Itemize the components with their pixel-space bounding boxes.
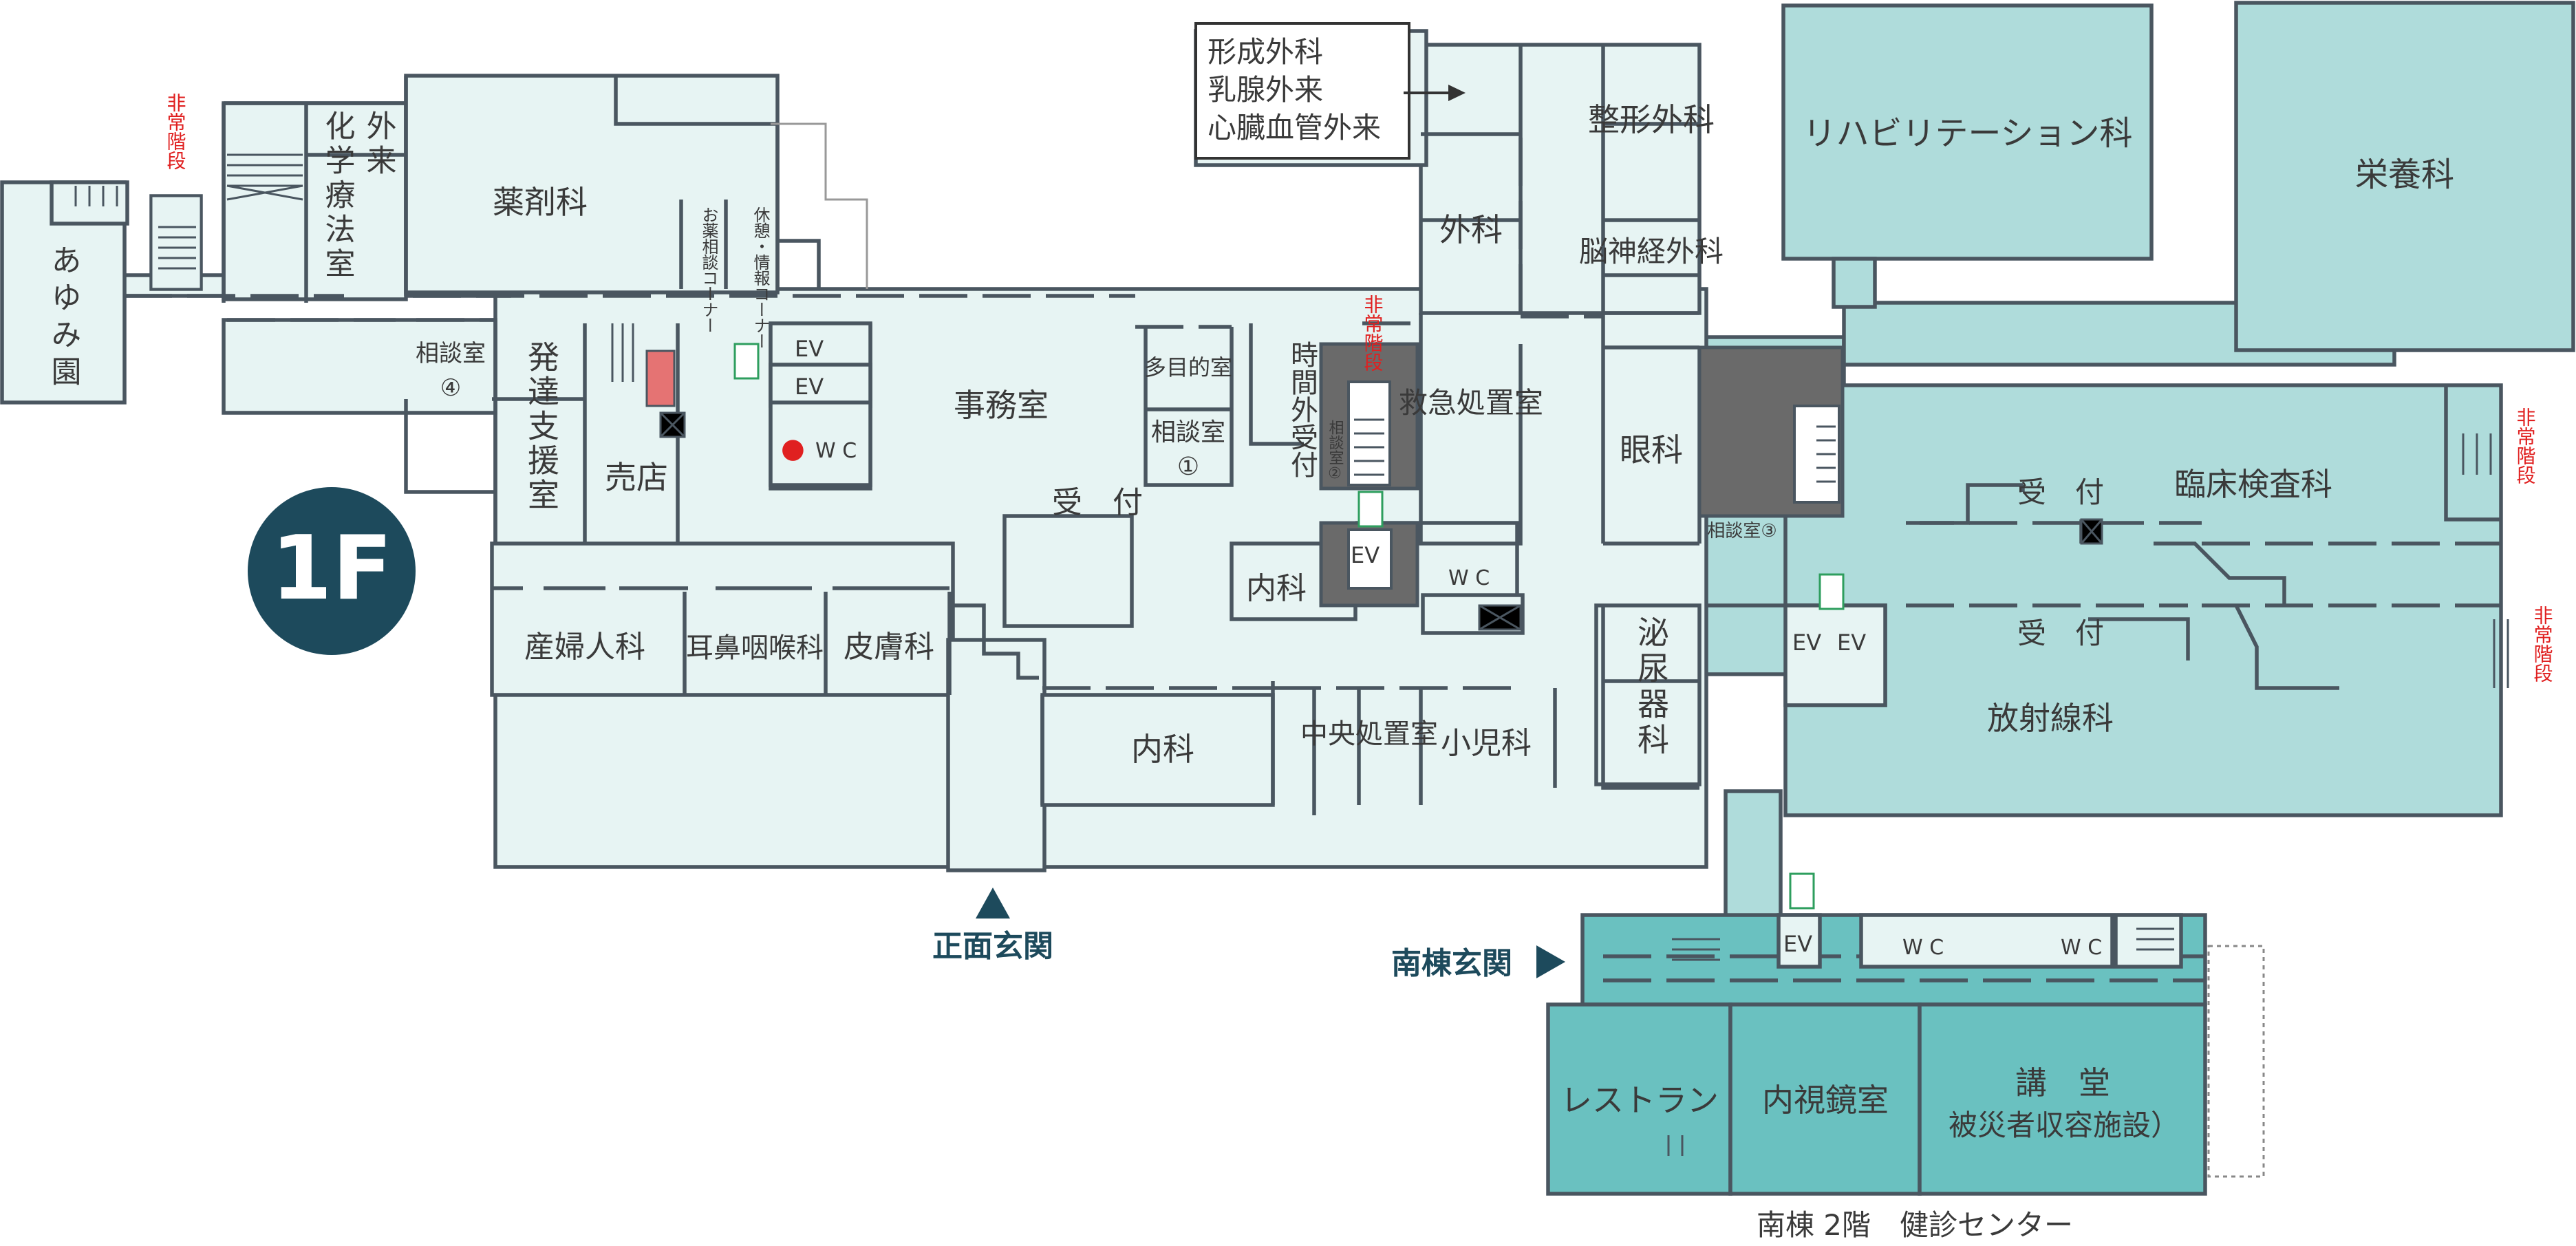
ev-label-4: EV bbox=[1792, 630, 1821, 656]
label-surgery: 外科 bbox=[1439, 211, 1503, 248]
label-radiology: 放射線科 bbox=[1987, 700, 2114, 737]
label-endoscopy: 内視鏡室 bbox=[1762, 1082, 1889, 1119]
callout-line-2: 乳腺外来 bbox=[1208, 73, 1323, 107]
stair-hatches bbox=[74, 153, 2509, 1156]
east-wing bbox=[1697, 1, 2575, 921]
ev-label-1: EV bbox=[795, 336, 824, 362]
label-chemotherapy: 化学療法室 bbox=[320, 110, 355, 282]
label-shop: 売店 bbox=[605, 459, 668, 496]
room-pharmacy bbox=[404, 74, 780, 294]
elevator-icons bbox=[733, 343, 1845, 910]
label-consult-3: 相談室③ bbox=[1707, 521, 1777, 541]
main-entrance-arrow bbox=[976, 888, 1010, 919]
label-pediatrics: 小児科 bbox=[1441, 726, 1532, 761]
emergency-stairs-2: 非常階段 bbox=[1362, 294, 1384, 372]
emergency-stairs-3: 非常階段 bbox=[2514, 407, 2537, 484]
label-rest-info: 休憩・情報コーナー bbox=[751, 206, 770, 349]
main-entrance-label: 正面玄関 bbox=[932, 929, 1053, 964]
label-gairai: 外来 bbox=[361, 110, 396, 179]
label-ophthalmology: 眼科 bbox=[1620, 431, 1683, 469]
label-ent: 耳鼻咽喉科 bbox=[686, 632, 824, 664]
room-endoscopy bbox=[1728, 1002, 1922, 1196]
emergency-stairs-labels: 非常階段 非常階段 非常階段 非常階段 bbox=[164, 93, 2554, 683]
wc-icon: ● bbox=[781, 433, 805, 464]
callout-line-1: 形成外科 bbox=[1208, 35, 1323, 69]
label-pharmacy: 薬剤科 bbox=[493, 184, 588, 221]
label-internal: 内科 bbox=[1131, 731, 1194, 768]
label-auditorium-sub: 被災者収容施設） bbox=[1949, 1108, 2180, 1142]
room-auditorium bbox=[1918, 1002, 2207, 1196]
svg-text:1F: 1F bbox=[271, 517, 393, 620]
core-areas bbox=[1319, 342, 1845, 608]
label-rehabilitation: リハビリテーション科 bbox=[1803, 114, 2132, 153]
south-entrance-arrow bbox=[1536, 945, 1565, 978]
label-development: 発達支援室 bbox=[523, 341, 560, 513]
label-consult-1-num: ① bbox=[1177, 453, 1199, 481]
label-neurosurgery: 脳神経外科 bbox=[1579, 235, 1724, 268]
wc-label-3: W C bbox=[1902, 936, 1944, 960]
service-boxes bbox=[769, 321, 2183, 969]
callout-line-3: 心臓血管外来 bbox=[1208, 111, 1381, 144]
label-radiology-reception: 受 付 bbox=[2017, 616, 2104, 650]
south-entrance-label: 南棟玄関 bbox=[1391, 946, 1512, 981]
room-nutrition bbox=[2234, 1, 2575, 352]
label-internal-small: 内科 bbox=[1246, 571, 1307, 606]
ev-label-3: EV bbox=[1351, 542, 1380, 568]
label-urology: 泌尿器科 bbox=[1633, 616, 1670, 759]
restrooms: ● W C W C W C W C bbox=[781, 433, 2102, 960]
wc-label-2: W C bbox=[1448, 566, 1490, 590]
label-restaurant: レストラン bbox=[1560, 1082, 1719, 1119]
label-consult-4: 相談室 bbox=[416, 340, 486, 367]
floor-badge: 1F bbox=[248, 487, 416, 655]
label-office: 事務室 bbox=[954, 387, 1049, 424]
label-clinical-lab: 臨床検査科 bbox=[2174, 466, 2332, 503]
label-nutrition: 栄養科 bbox=[2355, 155, 2454, 194]
main-building bbox=[0, 29, 1708, 872]
emergency-stairs-4: 非常階段 bbox=[2531, 605, 2554, 683]
label-multipurpose: 多目的室 bbox=[1144, 354, 1232, 380]
label-obgyn: 産婦人科 bbox=[524, 630, 645, 665]
emergency-stairs-1: 非常階段 bbox=[164, 93, 187, 170]
label-emergency-room: 救急処置室 bbox=[1399, 386, 1543, 420]
label-consult-4-num: ④ bbox=[440, 374, 461, 402]
label-dermatology: 皮膚科 bbox=[844, 630, 934, 665]
callout-box: 形成外科 乳腺外来 心臓血管外来 bbox=[1194, 22, 1466, 160]
label-ayumien: あゆみ園 bbox=[46, 244, 81, 393]
ev-label-5: EV bbox=[1837, 630, 1866, 656]
entrances: 正面玄関 南棟玄関 bbox=[932, 888, 1565, 981]
label-orthopedics: 整形外科 bbox=[1588, 101, 1715, 138]
label-lab-reception: 受 付 bbox=[2017, 475, 2104, 509]
ev-label-2: EV bbox=[795, 374, 824, 400]
elevators: EV EV EV EV EV EV bbox=[795, 336, 1866, 957]
label-medicine-consult: お薬相談コーナー bbox=[699, 206, 718, 333]
wc-label-1: W C bbox=[815, 439, 857, 463]
room-rehabilitation bbox=[1781, 3, 2154, 261]
room-labels: あゆみ園 外来 化学療法室 薬剤科 お薬相談コーナー 休憩・情報コーナー 相談室… bbox=[46, 101, 2455, 1142]
south-2f-note: 南棟 2階 健診センター bbox=[1757, 1208, 2073, 1242]
label-central-treatment: 中央処置室 bbox=[1300, 718, 1438, 750]
wc-label-4: W C bbox=[2061, 936, 2102, 960]
corridor-lines bbox=[124, 138, 2501, 982]
label-consult-1: 相談室 bbox=[1151, 418, 1225, 447]
label-afterhours: 時間外受付 bbox=[1286, 341, 1318, 478]
label-main-reception: 受 付 bbox=[1052, 485, 1143, 520]
label-consult-2: 相談室② bbox=[1327, 420, 1344, 482]
south-wing bbox=[1546, 913, 2265, 1196]
ev-label-6: EV bbox=[1783, 931, 1812, 957]
label-auditorium: 講 堂 bbox=[2015, 1064, 2110, 1102]
